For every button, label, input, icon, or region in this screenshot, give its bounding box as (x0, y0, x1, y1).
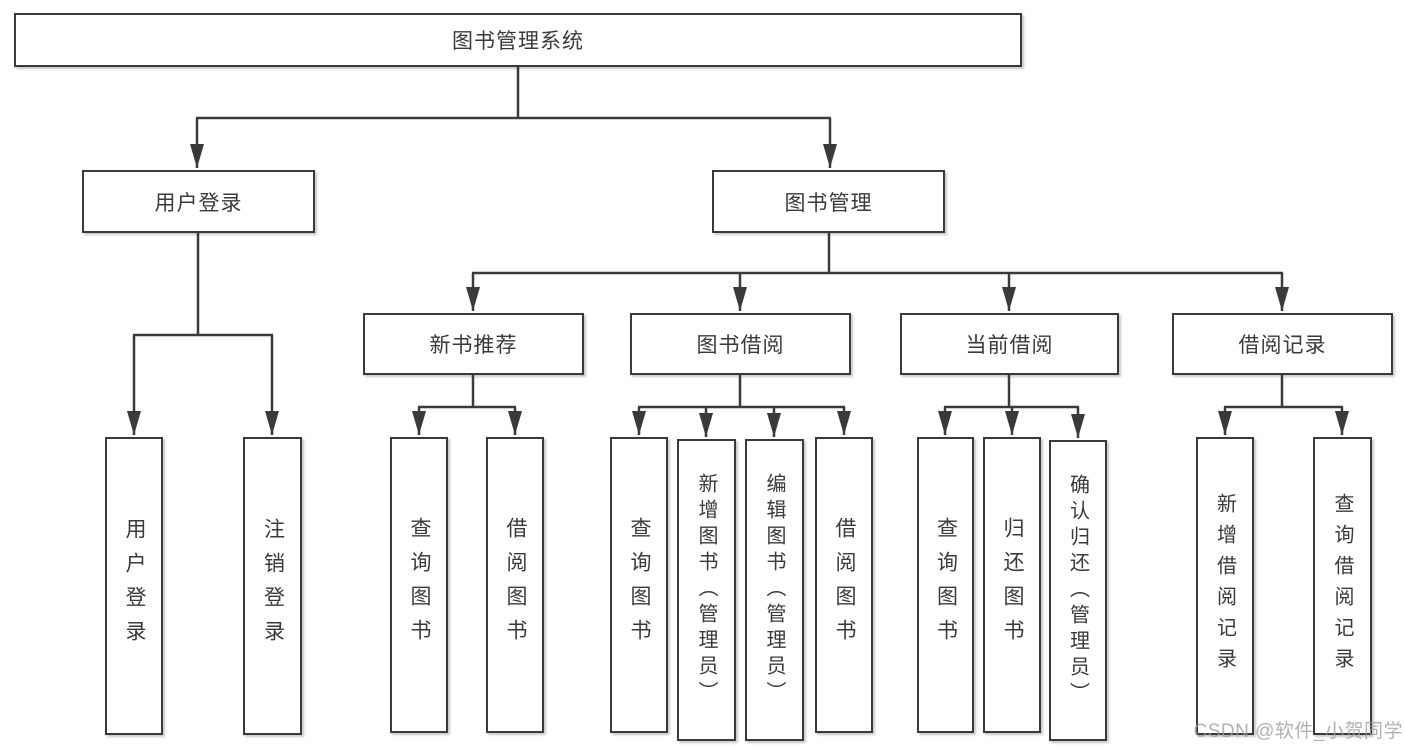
leaf-confirm-return-admin: 确认归还（管理员） (1049, 440, 1107, 741)
leaf-query-books-current: 查询图书 (917, 437, 974, 733)
leaf-logout: 注销登录 (243, 437, 302, 735)
leaf-edit-book-admin: 编辑图书（管理员） (745, 439, 804, 741)
node-current-borrowing: 当前借阅 (900, 313, 1119, 375)
node-library-system: 图书管理系统 (14, 13, 1022, 67)
leaf-query-books-recommend: 查询图书 (390, 437, 448, 733)
leaf-return-book: 归还图书 (983, 437, 1041, 733)
node-new-book-recommend: 新书推荐 (363, 313, 584, 375)
leaf-user-login: 用户登录 (105, 437, 163, 735)
leaf-query-books-borrowing: 查询图书 (610, 437, 668, 733)
watermark: CSDN @软件_小贺同学 (1193, 721, 1403, 742)
leaf-add-book-admin: 新增图书（管理员） (677, 439, 736, 741)
node-borrowing-records: 借阅记录 (1172, 313, 1393, 375)
leaf-borrow-books-recommend: 借阅图书 (486, 437, 544, 733)
node-book-borrowing: 图书借阅 (630, 313, 851, 375)
node-user-login-branch: 用户登录 (82, 170, 315, 233)
node-book-management: 图书管理 (712, 170, 945, 233)
leaf-query-borrow-record: 查询借阅记录 (1313, 437, 1372, 735)
leaf-borrow-books-borrowing: 借阅图书 (815, 437, 873, 733)
leaf-add-borrow-record: 新增借阅记录 (1196, 437, 1254, 735)
